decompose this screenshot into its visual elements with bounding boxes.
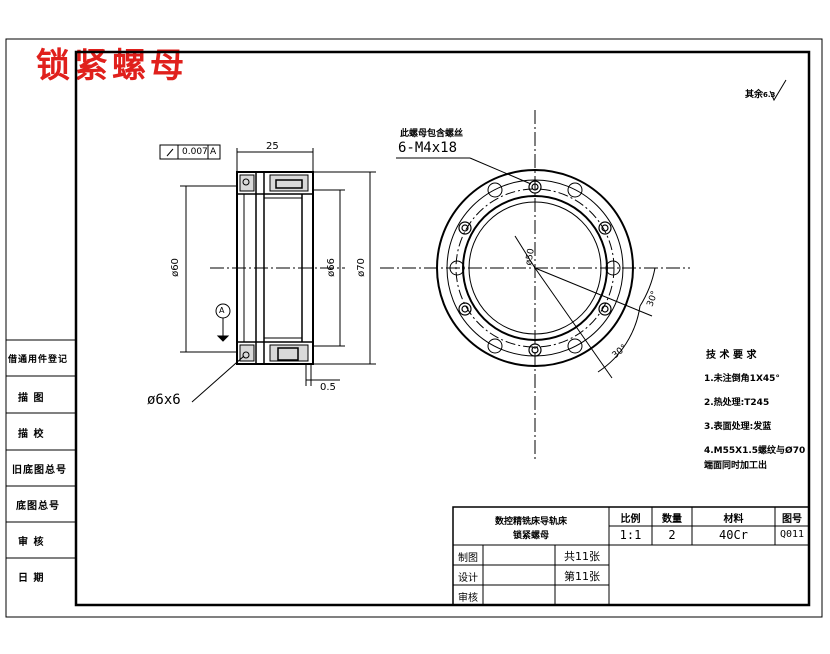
header-material: 材料 xyxy=(723,514,744,525)
datum-label: A xyxy=(219,306,225,315)
title-block-grid xyxy=(452,506,810,606)
value-drawing-no: Q011 xyxy=(779,529,805,540)
thread-spec: 6-M4x18 xyxy=(398,140,458,156)
side-label-0: 借通用件登记 xyxy=(8,355,69,365)
roughness-symbol xyxy=(769,79,787,102)
side-label-3: 旧底图总号 xyxy=(12,465,67,476)
tech-item-3: 3.表面处理:发蓝 xyxy=(704,422,772,432)
inner-frame xyxy=(74,50,811,607)
row-label-review: 审核 xyxy=(458,593,478,604)
side-label-2: 描 校 xyxy=(18,429,45,440)
sheet-total: 共11张 xyxy=(564,550,600,563)
tech-item-1: 1.未注倒角1X45° xyxy=(704,374,780,384)
value-material: 40Cr xyxy=(719,528,748,542)
roughness-note: 其余6.3 xyxy=(745,90,776,100)
side-view xyxy=(159,144,376,403)
dim-gap: 0.5 xyxy=(320,382,336,393)
dim-d70: ø70 xyxy=(355,258,367,277)
tech-title: 技 术 要 求 xyxy=(706,350,757,361)
thread-note: 此螺母包含螺丝 xyxy=(400,129,464,139)
side-label-6: 日 期 xyxy=(18,573,45,584)
side-label-5: 审 核 xyxy=(18,537,45,548)
runout-datum: A xyxy=(210,147,217,157)
project-line-1: 数控精铣床导轨床 xyxy=(494,517,567,527)
header-scale: 比例 xyxy=(620,514,641,525)
front-view xyxy=(380,110,690,462)
tech-item-4: 4.M55X1.5螺纹与Ø70 xyxy=(704,446,806,456)
sheet-no: 第11张 xyxy=(564,570,600,583)
tech-item-2: 2.热处理:T245 xyxy=(704,398,770,408)
dim-width: 25 xyxy=(266,141,279,152)
side-label-4: 底图总号 xyxy=(16,501,60,512)
value-scale: 1:1 xyxy=(619,528,642,542)
tech-item-5: 端面同时加工出 xyxy=(704,461,768,471)
dim-d66: ø66 xyxy=(325,258,337,277)
tech-requirements: 技 术 要 求 1.未注倒角1X45° 2.热处理:T245 3.表面处理:发蓝… xyxy=(704,346,805,471)
header-qty: 数量 xyxy=(662,514,682,525)
header-drawing-no: 图号 xyxy=(782,514,802,525)
side-label-1: 描 图 xyxy=(18,393,45,404)
project-line-2: 锁紧螺母 xyxy=(512,531,549,541)
value-qty: 2 xyxy=(668,528,676,542)
side-block-grid xyxy=(6,339,76,559)
outer-frame xyxy=(5,38,823,618)
row-label-design: 设计 xyxy=(458,573,478,584)
runout-value: 0.007 xyxy=(182,147,208,157)
dim-d60: ø60 xyxy=(169,258,181,277)
row-label-draw: 制图 xyxy=(458,553,478,564)
dim-pin: ø6x6 xyxy=(147,392,181,408)
